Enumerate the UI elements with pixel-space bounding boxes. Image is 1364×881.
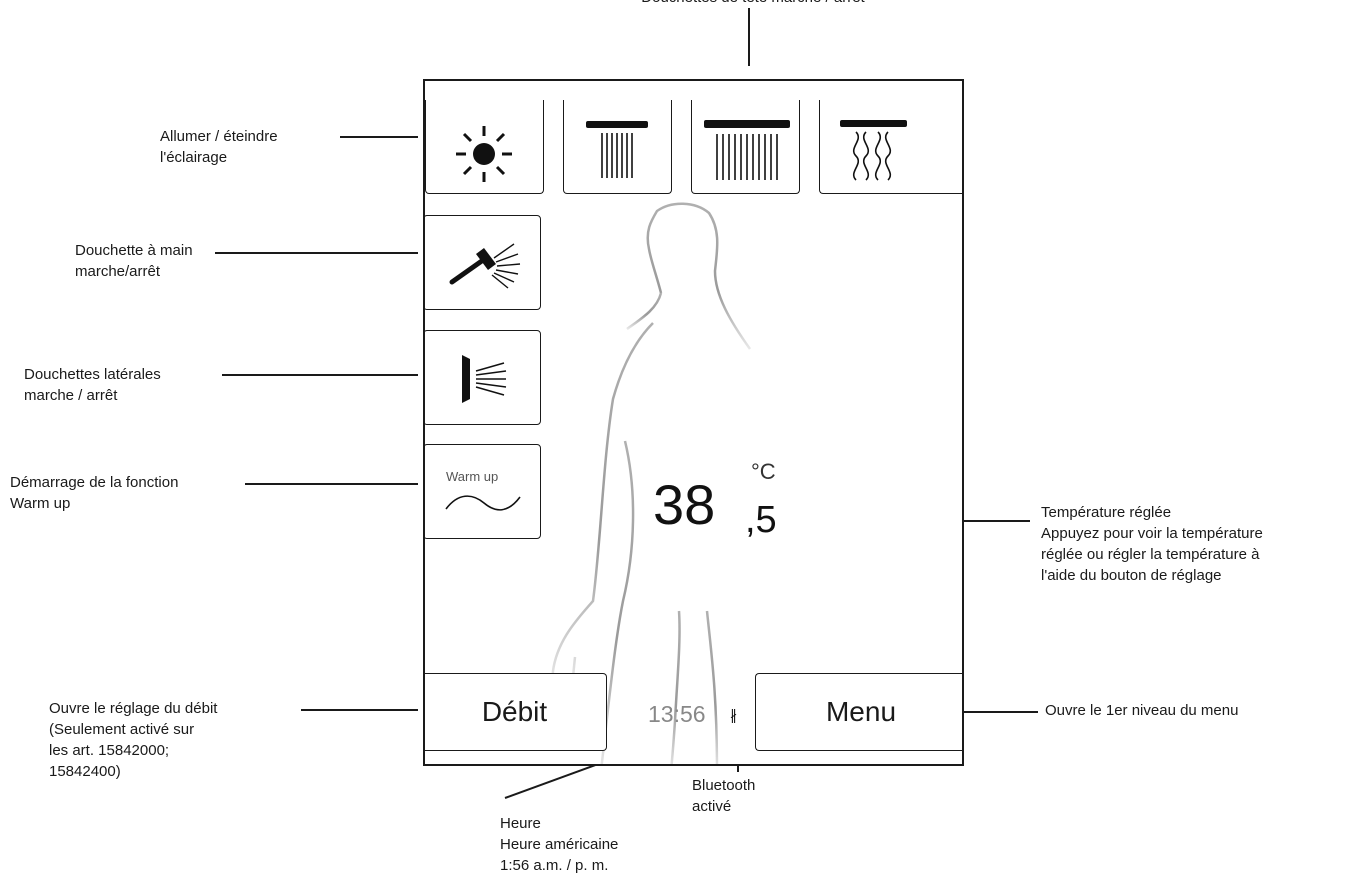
side-shower-icon [462,355,507,403]
hand-shower-icon [449,243,521,289]
light-annotation-line-2: l'éclairage [160,149,228,166]
head-shower-small-button[interactable] [563,100,672,194]
head-showers-leader [748,8,750,66]
time-annotation: Heure Heure américaine 1:56 a.m. / p. m. [500,815,619,874]
head-shower-large-icon [704,120,790,180]
light-icon [456,126,512,182]
light-button[interactable] [425,100,544,194]
wave-icon [445,495,521,511]
rain-curtain-icon [840,120,907,181]
side-shower-button[interactable] [425,330,541,425]
warm-up-button[interactable]: Warm up [425,444,541,539]
temperature-value[interactable]: 38 [653,473,716,536]
bluetooth-icon: ∦ [730,707,737,723]
temperature-unit: °C [751,459,776,484]
flow-button[interactable]: Débit [425,673,607,751]
warm-up-label: Warm up [446,469,499,484]
menu-annotation: Ouvre le 1er niveau du menu [1045,702,1239,719]
warm-up-leader [245,483,418,485]
light-leader [340,136,418,138]
hand-shower-button[interactable] [425,215,541,310]
temperature-decimal: ,5 [745,499,777,541]
menu-leader [940,711,1038,713]
hand-shower-annotation: Douchette à main marche/arrêt [75,242,193,280]
head-showers-label: Douchettes de tête marche / arrêt [568,0,938,8]
bluetooth-annotation: Bluetooth activé [692,777,756,815]
shower-control-display: Warm up 38 ,5 °C Débit Menu 13:56 ∦ [423,79,964,766]
flow-leader [301,709,418,711]
clock: 13:56 [648,701,706,727]
light-annotation-line-1: Allumer / éteindre [160,128,278,145]
hand-shower-leader [215,252,418,254]
side-showers-leader [222,374,418,376]
flow-annotation: Ouvre le réglage du débit (Seulement act… [49,700,218,780]
temperature-annotation: Température réglée Appuyez pour voir la … [1041,504,1263,584]
head-shower-small-icon [586,121,648,178]
menu-button[interactable]: Menu [755,673,962,751]
head-shower-large-button[interactable] [691,100,800,194]
side-showers-annotation: Douchettes latérales marche / arrêt [24,366,161,404]
warm-up-annotation: Démarrage de la fonction Warm up [10,474,179,512]
rain-curtain-button[interactable] [819,100,962,194]
light-annotation: Allumer / éteindre l'éclairage [123,126,323,168]
